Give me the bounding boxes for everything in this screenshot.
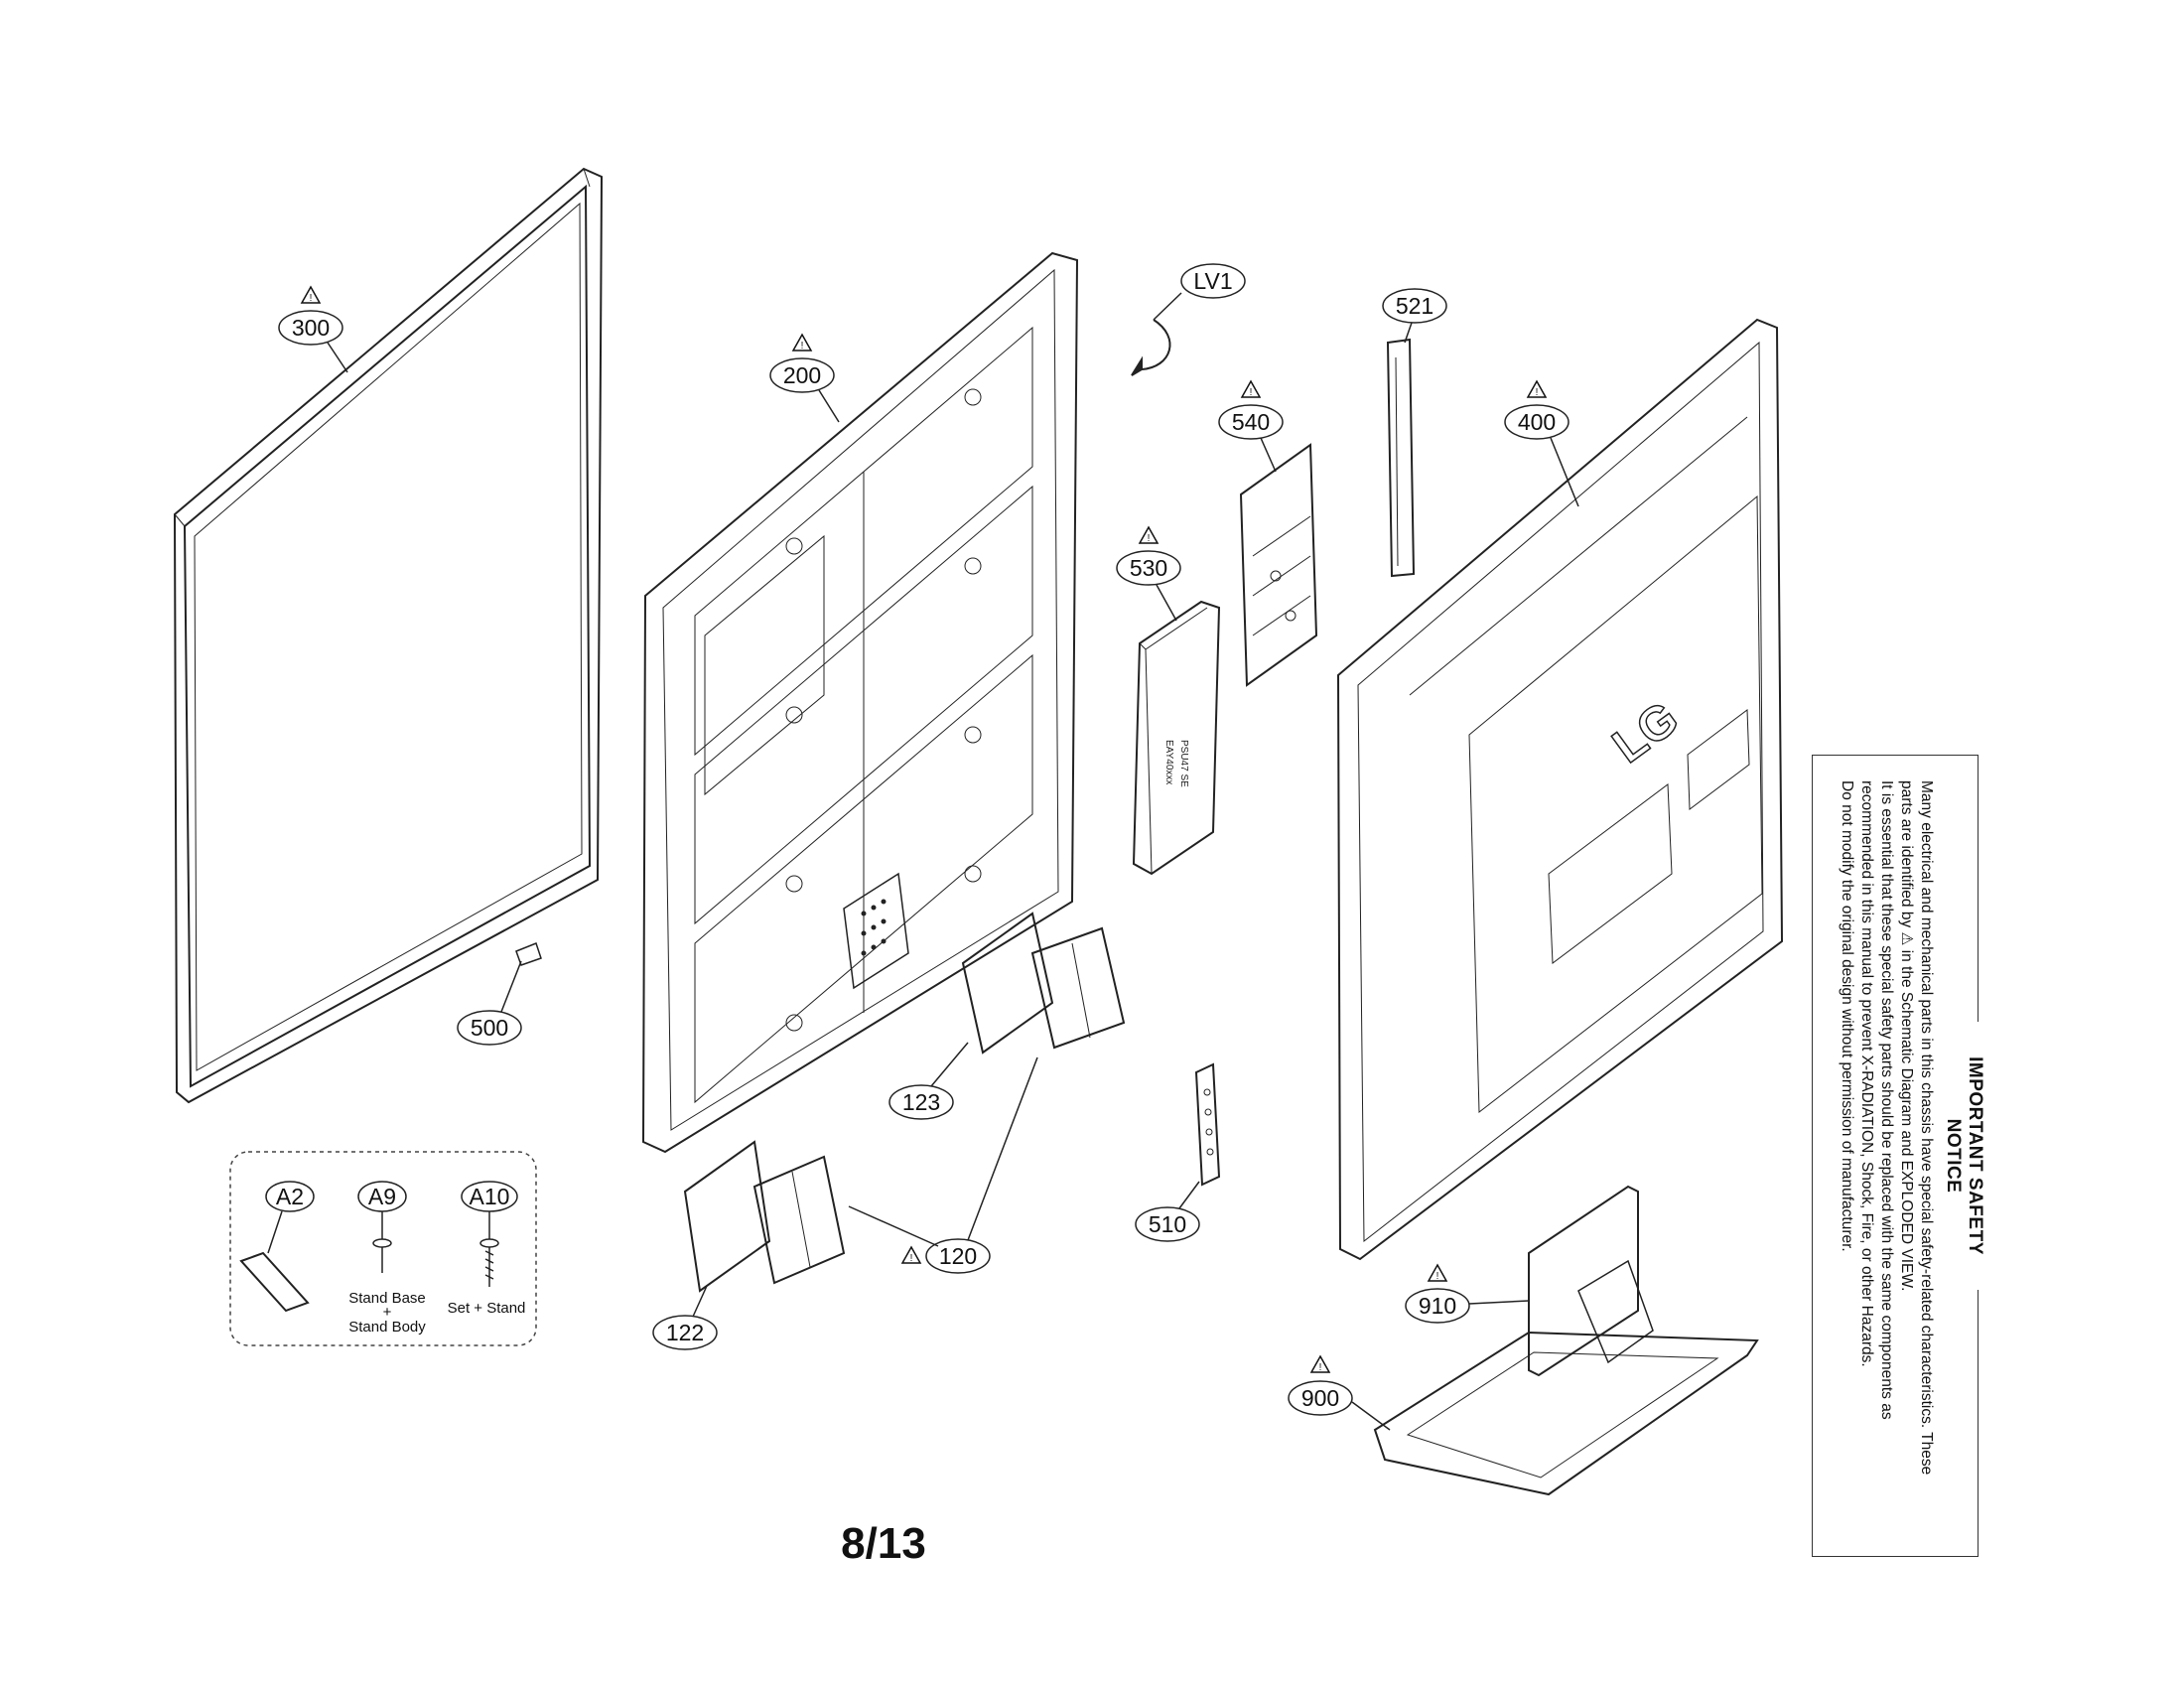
callout-200: 200 — [769, 334, 840, 423]
svg-text:LV1: LV1 — [1193, 268, 1232, 294]
a9-caption-3: Stand Body — [348, 1319, 426, 1336]
small-clip — [515, 942, 542, 966]
safety-notice-body: Many electrical and mechanical parts in … — [1837, 759, 1936, 1553]
callout-500: 500 — [457, 960, 522, 1046]
svg-text:200: 200 — [783, 362, 821, 388]
callout-300: 300 — [278, 286, 348, 373]
accessory-box: A2 A9 A10 Stand Base + Stand Body Set + … — [229, 1151, 537, 1346]
callout-900: 900 — [1288, 1355, 1391, 1431]
power-supply-board: PSU47 SE EAY40xxx — [1132, 600, 1221, 876]
svg-text:530: 530 — [1130, 555, 1167, 581]
svg-text:910: 910 — [1419, 1293, 1456, 1319]
svg-text:510: 510 — [1149, 1211, 1186, 1237]
callout-122: 122 — [652, 1285, 718, 1350]
svg-text:A2: A2 — [276, 1184, 304, 1209]
control-key-bar — [1194, 1062, 1221, 1187]
safety-notice-line-4: recommended in this manual to prevent X-… — [1858, 780, 1875, 1367]
lv1-rotation-arrow — [1131, 292, 1182, 376]
stand-body — [1528, 1185, 1654, 1377]
callout-521: 521 — [1382, 288, 1447, 344]
svg-text:500: 500 — [471, 1015, 508, 1041]
safety-notice-line-3: It is essential that these special safet… — [1878, 780, 1895, 1420]
svg-text:521: 521 — [1396, 293, 1433, 319]
safety-notice-line-2: parts are identified by ⚠ in the Schemat… — [1898, 780, 1915, 1292]
svg-text:400: 400 — [1518, 409, 1556, 435]
safety-notice-line-5: Do not modify the original design withou… — [1839, 780, 1855, 1252]
psu-label-2: EAY40xxx — [1163, 740, 1174, 784]
callout-a2: A2 — [265, 1181, 315, 1254]
safety-notice-title: IMPORTANT SAFETY NOTICE — [1942, 1022, 1985, 1290]
back-cover-logo: LG — [1603, 692, 1688, 774]
page-number: 8/13 — [841, 1519, 926, 1568]
callout-a10: A10 — [461, 1181, 518, 1239]
front-bezel-frame — [173, 167, 604, 1104]
svg-text:540: 540 — [1232, 409, 1270, 435]
callout-123: 123 — [888, 1042, 969, 1120]
a9-caption-1: Stand Base — [348, 1290, 426, 1307]
lcd-panel-module — [641, 251, 1079, 1154]
speaker-assembly-lower — [683, 1140, 846, 1293]
svg-text:A10: A10 — [470, 1184, 510, 1209]
stand-base — [1373, 1331, 1759, 1496]
svg-text:300: 300 — [292, 315, 330, 341]
svg-text:900: 900 — [1301, 1385, 1339, 1411]
safety-notice: IMPORTANT SAFETY NOTICE Many electrical … — [1815, 759, 1985, 1553]
main-board — [1239, 443, 1318, 687]
svg-text:A9: A9 — [368, 1184, 396, 1209]
callout-530: 530 — [1116, 526, 1181, 622]
callout-120: 120 — [848, 1056, 1038, 1274]
psu-label-1: PSU47 SE — [1178, 740, 1189, 787]
a10-caption: Set + Stand — [448, 1300, 526, 1317]
callout-540: 540 — [1218, 380, 1284, 473]
safety-notice-line-1: Many electrical and mechanical parts in … — [1918, 780, 1935, 1476]
callout-510: 510 — [1135, 1181, 1200, 1242]
svg-text:122: 122 — [666, 1320, 704, 1345]
a9-caption-2: + — [383, 1304, 392, 1321]
callout-400: 400 — [1504, 380, 1579, 507]
svg-text:123: 123 — [902, 1089, 940, 1115]
callout-lv1: LV1 — [1180, 263, 1246, 299]
svg-text:120: 120 — [939, 1243, 977, 1269]
callout-a9: A9 — [357, 1181, 407, 1239]
speaker-assembly-upper — [961, 912, 1126, 1055]
side-bracket — [1386, 338, 1416, 578]
callout-910: 910 — [1405, 1264, 1530, 1324]
